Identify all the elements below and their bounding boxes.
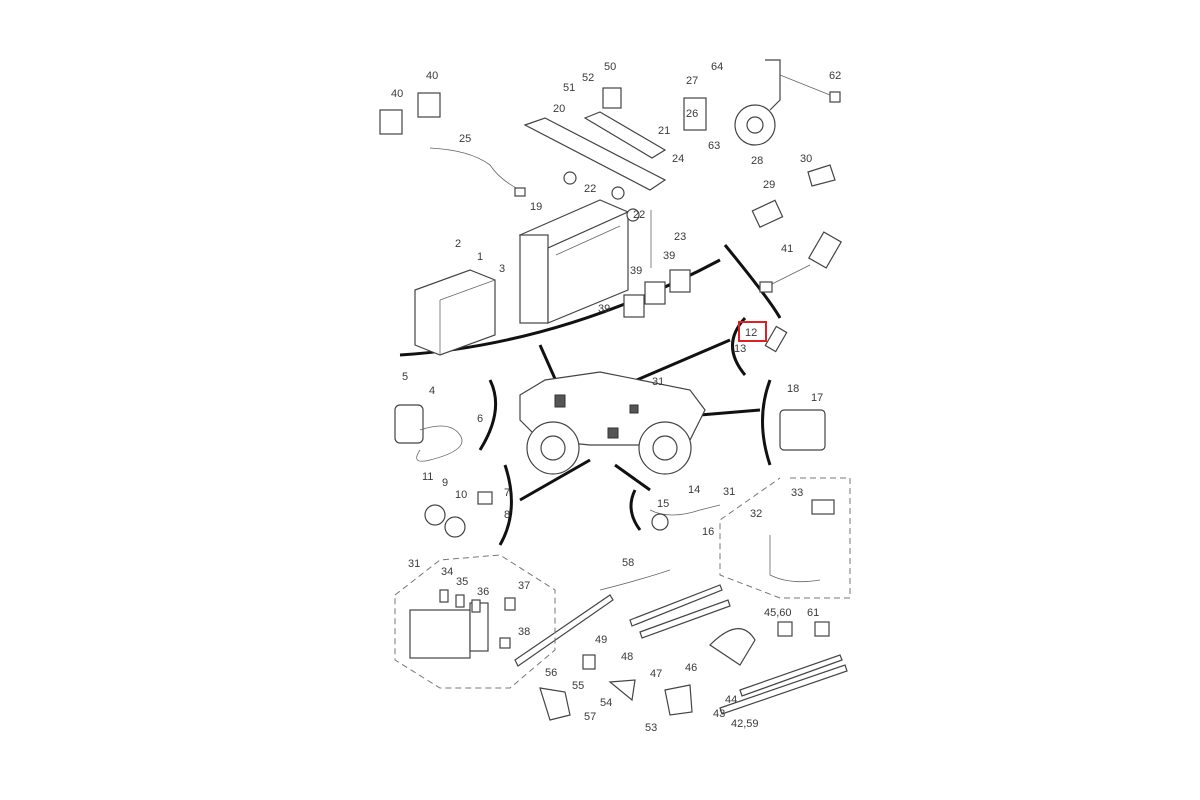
label: 58 (622, 557, 634, 569)
label: 20 (553, 103, 565, 115)
label: 55 (572, 680, 584, 692)
label: 14 (688, 484, 700, 496)
label: 35 (456, 576, 468, 588)
label: 62 (829, 70, 841, 82)
label: 63 (708, 140, 720, 152)
label: 1 (477, 251, 483, 263)
label: 21 (658, 125, 670, 137)
label: 37 (518, 580, 530, 592)
label: 54 (600, 697, 612, 709)
highlight-box (738, 321, 767, 342)
battery-19 (518, 199, 630, 324)
label: 39 (598, 303, 610, 315)
label: 52 (582, 72, 594, 84)
label: 8 (504, 509, 510, 521)
label: 46 (685, 662, 697, 674)
label: 22 (584, 183, 596, 195)
label: 19 (530, 201, 542, 213)
label: 40 (426, 70, 438, 82)
label: 45,60 (764, 607, 792, 619)
label: 27 (686, 75, 698, 87)
label: 32 (750, 508, 762, 520)
horn-63 (734, 59, 841, 146)
label: 39 (630, 265, 642, 277)
label: 15 (657, 498, 669, 510)
label: 9 (442, 477, 448, 489)
label: 13 (734, 343, 746, 355)
label: 42,59 (731, 718, 759, 730)
label: 26 (686, 108, 698, 120)
label: 33 (791, 487, 803, 499)
label: 61 (807, 607, 819, 619)
label: 24 (672, 153, 684, 165)
label: 47 (650, 668, 662, 680)
label: 57 (584, 711, 596, 723)
label: 50 (604, 61, 616, 73)
label: 34 (441, 566, 453, 578)
label: 31 (652, 376, 664, 388)
label-highlighted: 12 (745, 327, 757, 339)
label: 10 (455, 489, 467, 501)
label: 41 (781, 243, 793, 255)
label: 22 (633, 209, 645, 221)
label: 56 (545, 667, 557, 679)
label: 48 (621, 651, 633, 663)
dashed-groups (394, 477, 851, 689)
label: 44 (725, 694, 737, 706)
label: 6 (477, 413, 483, 425)
atv-illustration (519, 371, 706, 475)
label: 18 (787, 383, 799, 395)
label: 4 (429, 385, 435, 397)
label: 11 (422, 471, 433, 483)
label: 39 (663, 250, 675, 262)
label: 31 (408, 558, 420, 570)
label: 53 (645, 722, 657, 734)
label: 3 (499, 263, 505, 275)
label: 51 (563, 82, 575, 94)
label: 31 (723, 486, 735, 498)
label: 38 (518, 626, 530, 638)
label: 40 (391, 88, 403, 100)
label: 29 (763, 179, 775, 191)
label: 7 (504, 487, 510, 499)
ecu-1 (414, 269, 496, 356)
label: 64 (711, 61, 723, 73)
label: 5 (402, 371, 408, 383)
bracket-20-21 (523, 111, 667, 268)
label: 2 (455, 238, 461, 250)
label: 17 (811, 392, 823, 404)
label: 43 (713, 708, 725, 720)
part-labels: 40 40 51 52 50 27 64 62 25 20 26 21 63 2… (391, 61, 841, 734)
misc-parts (379, 87, 848, 721)
label: 49 (595, 634, 607, 646)
label: 30 (800, 153, 812, 165)
label: 36 (477, 586, 489, 598)
label: 23 (674, 231, 686, 243)
label: 16 (702, 526, 714, 538)
label: 28 (751, 155, 763, 167)
label: 25 (459, 133, 471, 145)
